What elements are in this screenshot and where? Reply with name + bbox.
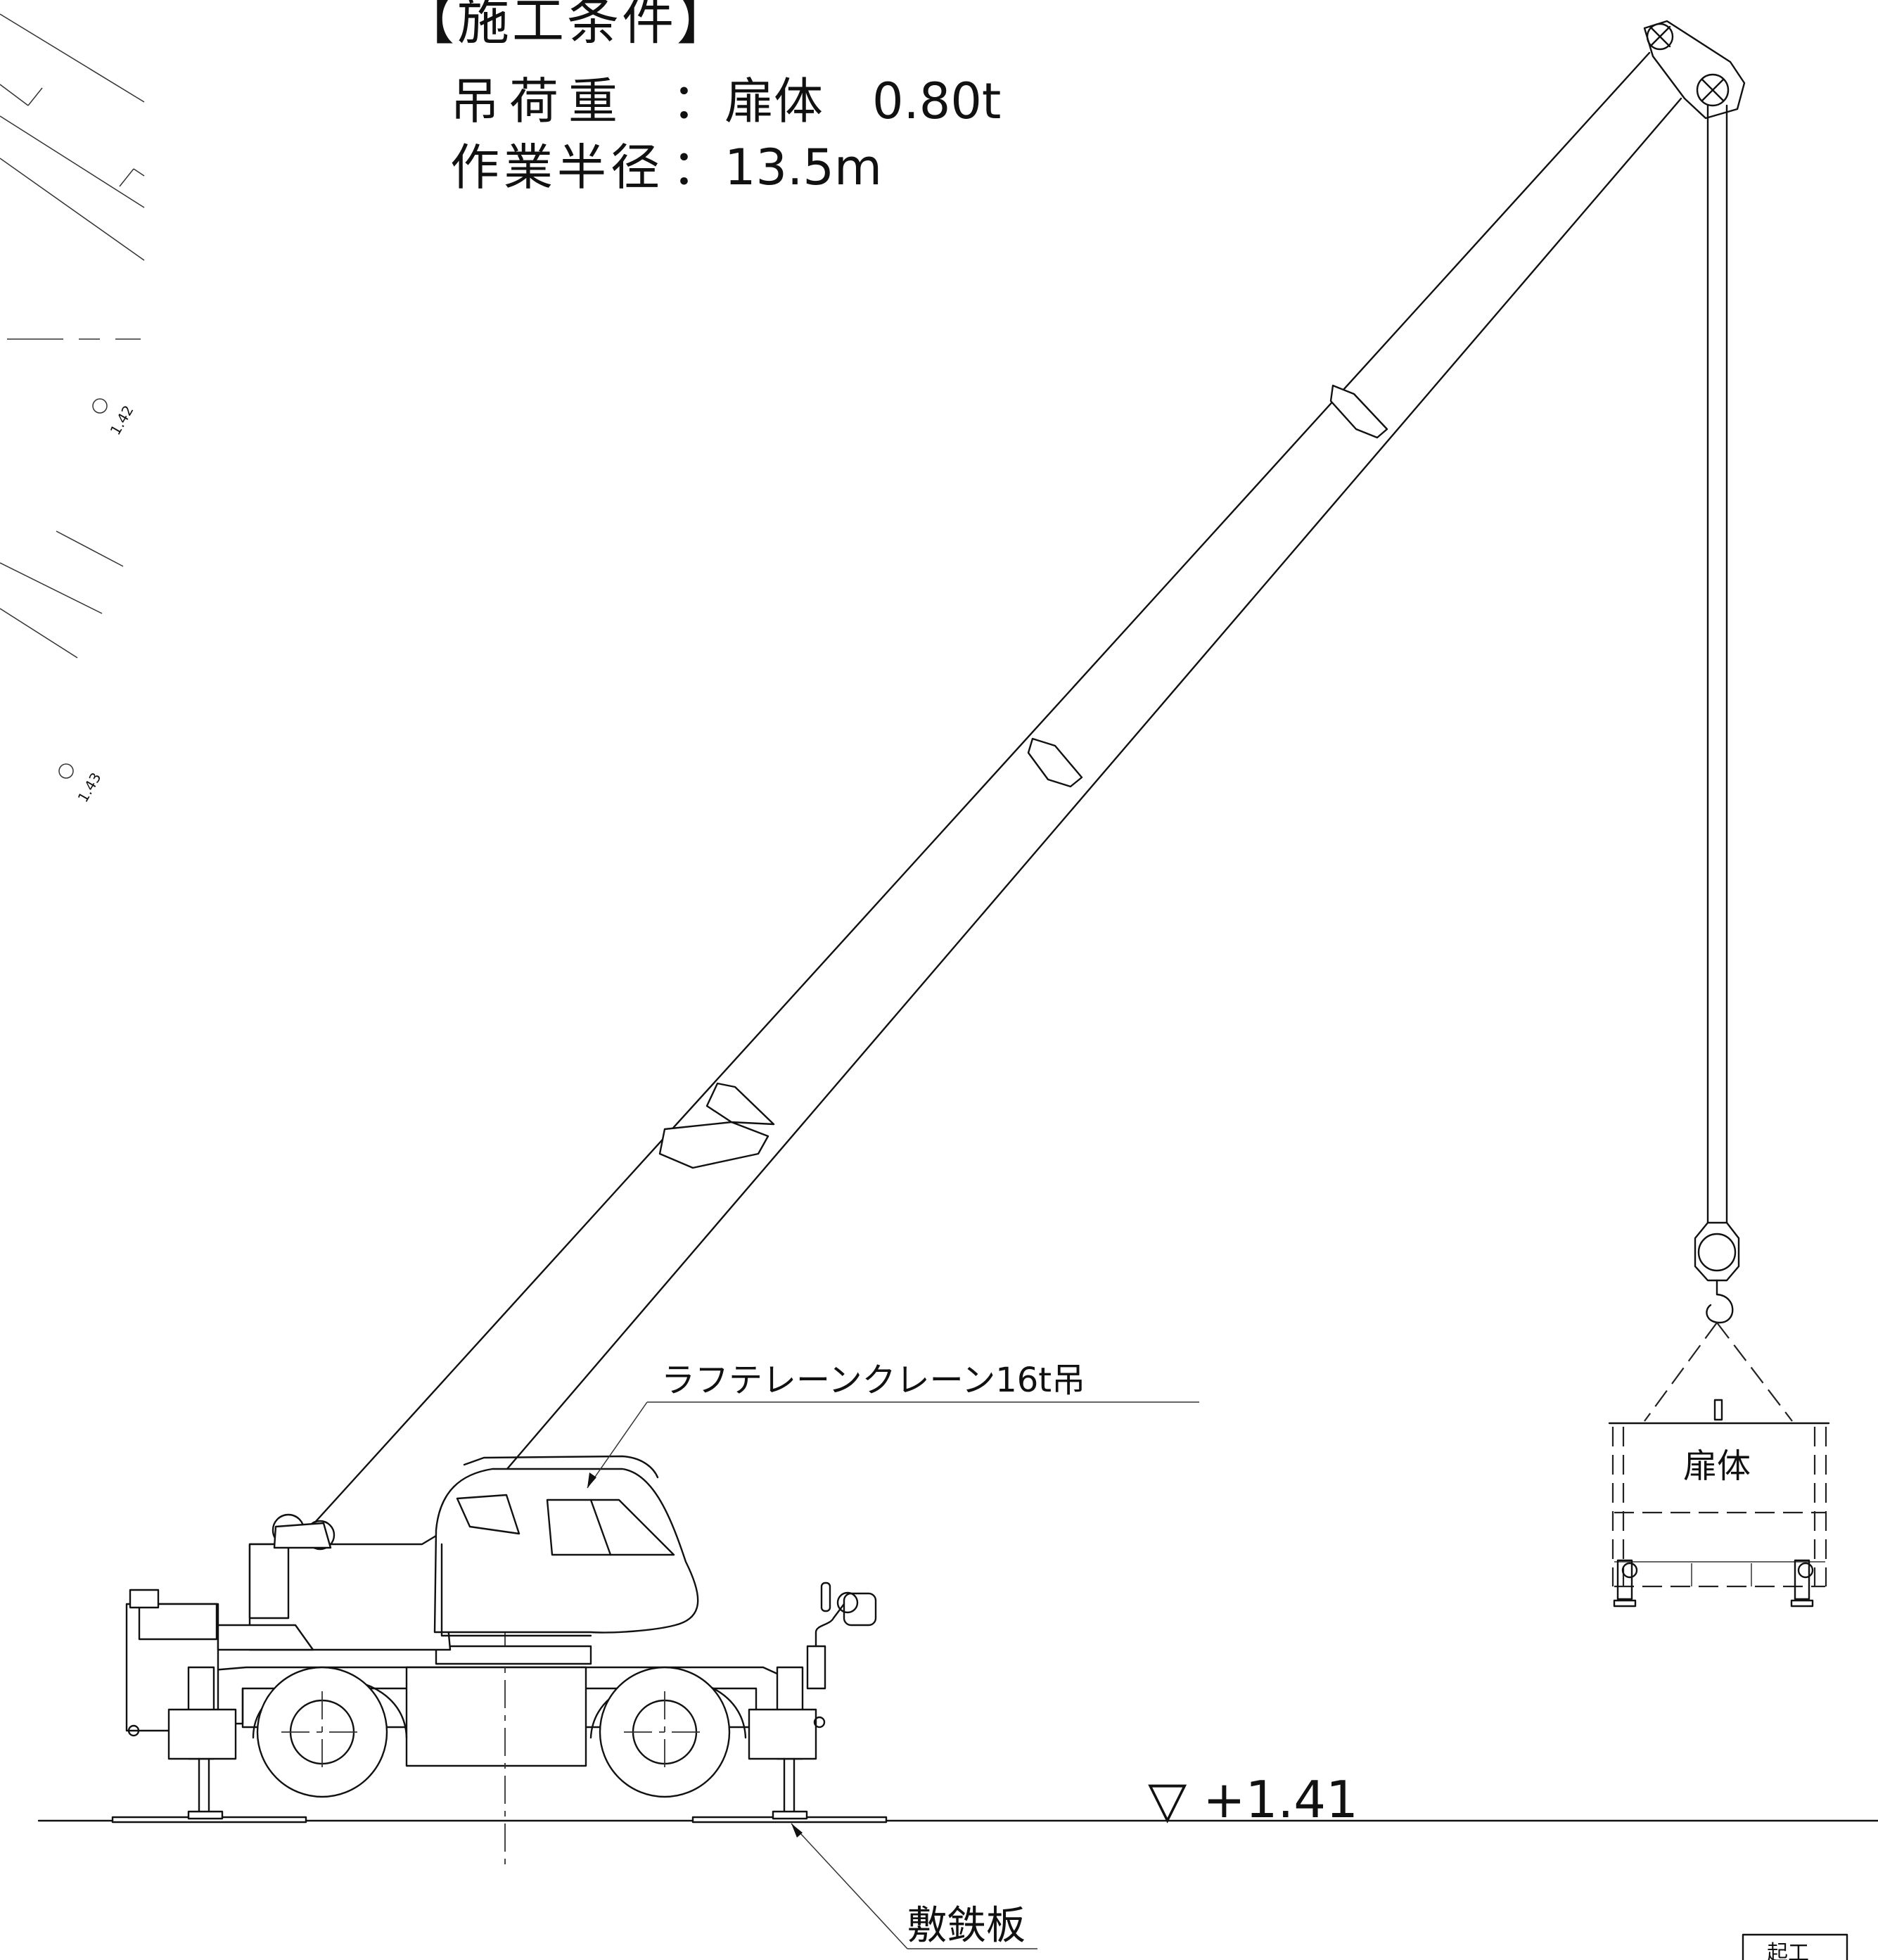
door-body-load: 扉体 — [1608, 1399, 1830, 1608]
crane-callout: ラフテレーンクレーン16t吊 — [587, 1361, 1199, 1489]
crane-type-label: ラフテレーンクレーン16t吊 — [661, 1361, 1085, 1400]
crane-boom — [290, 20, 1746, 1549]
spot-level-2: 1.43 — [58, 763, 105, 806]
title-box: 起工 — [1742, 1933, 1848, 1960]
level-mark-text: ▽ +1.41 — [1148, 1770, 1358, 1829]
load-weight-label: 吊荷重 — [450, 72, 627, 130]
steel-plate-label: 敷鉄板 — [907, 1903, 1026, 1949]
spot-level-label-2: 1.43 — [75, 770, 105, 806]
hoist-rope — [1706, 104, 1728, 1224]
spot-level-1: 1.42 — [92, 398, 137, 438]
door-body-label: 扉体 — [1683, 1446, 1751, 1486]
spot-level-label-1: 1.42 — [107, 402, 137, 438]
title-box-text: 起工 — [1767, 1941, 1809, 1960]
conditions-heading: 【施工条件】 — [402, 0, 732, 51]
slings — [1644, 1322, 1793, 1422]
working-radius-value: 13.5m — [724, 139, 882, 196]
load-weight-value: 扉体 0.80t — [724, 72, 1001, 130]
steel-plate-callout: 敷鉄板 — [791, 1823, 1037, 1949]
construction-conditions: 【施工条件】 吊荷重 ： 扉体 0.80t 作業半径 ： 13.5m — [402, 0, 1001, 196]
working-radius-label: 作業半径 — [450, 139, 664, 196]
load-weight-separator: ： — [672, 72, 721, 130]
crane-carrier — [125, 1582, 877, 1864]
site-plan-lines — [0, 13, 145, 658]
crane-superstructure — [217, 1455, 699, 1665]
working-radius-separator: ： — [672, 139, 721, 196]
level-marker: ▽ +1.41 — [1148, 1770, 1358, 1829]
hook-block — [1694, 1221, 1740, 1324]
